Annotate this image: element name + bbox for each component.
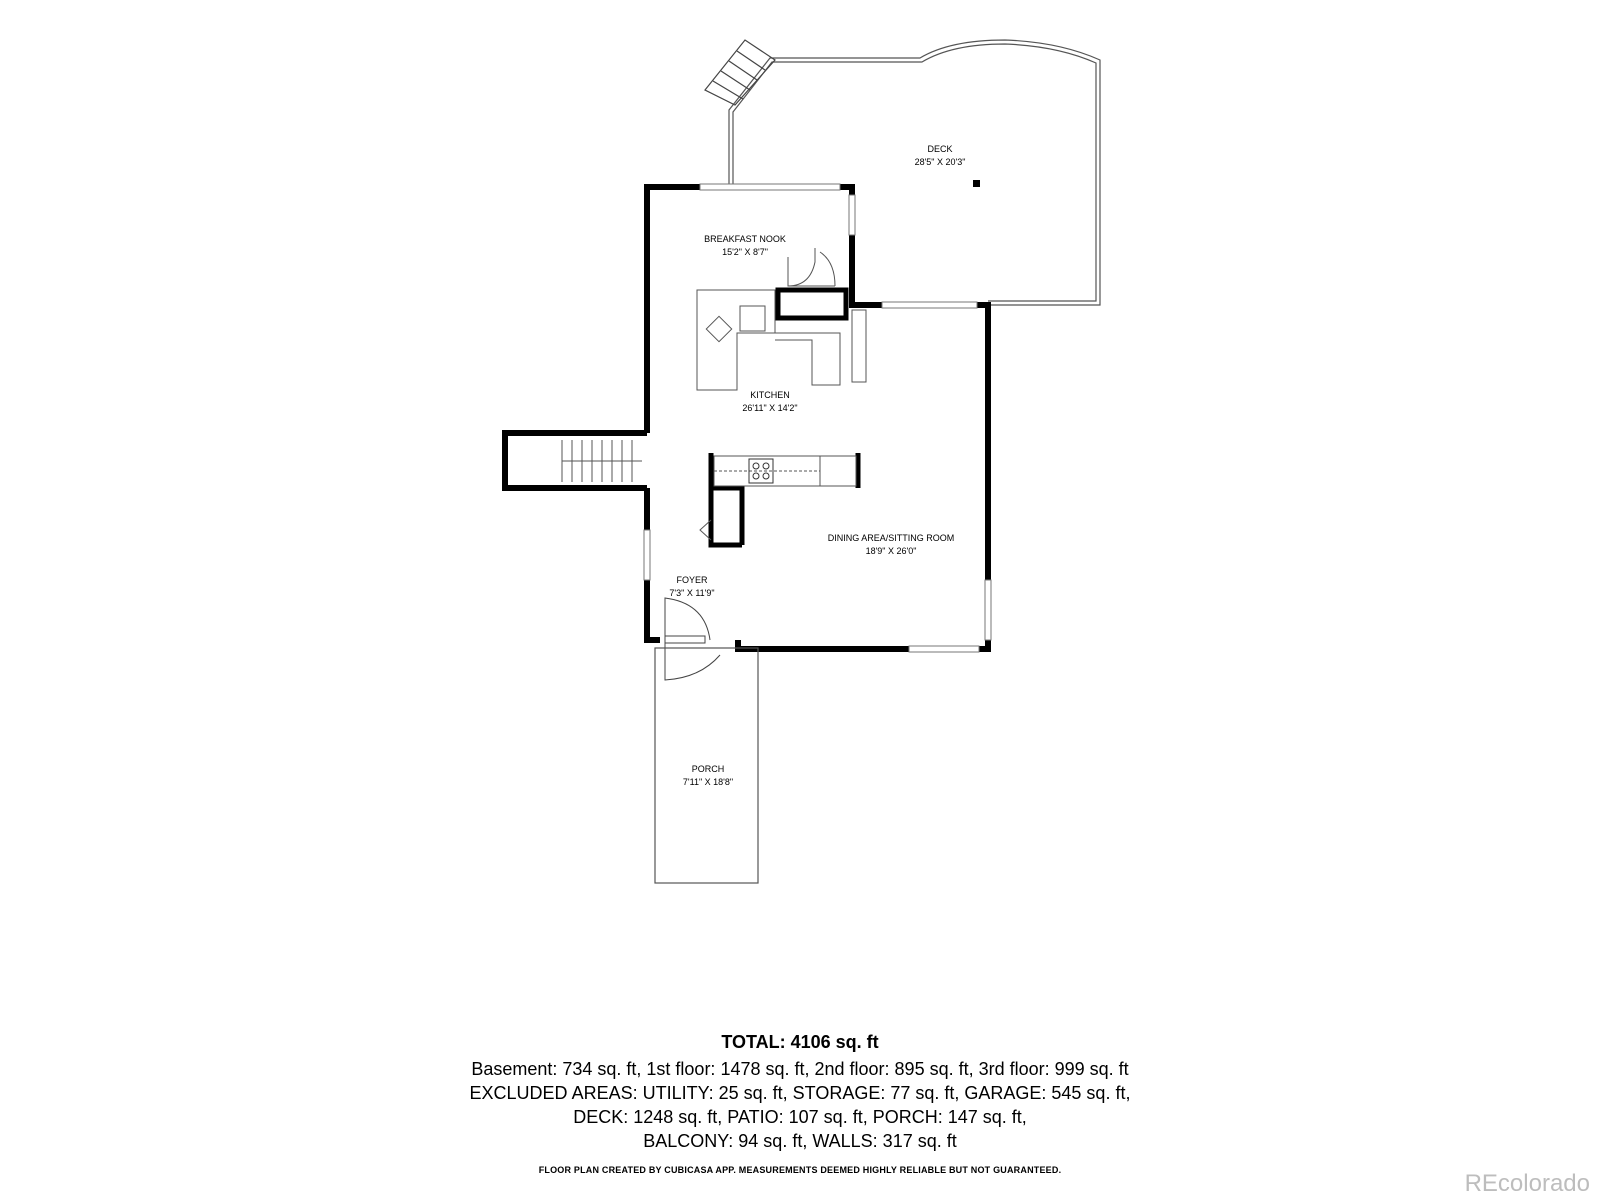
interior-stairs <box>561 440 642 482</box>
brand-watermark: REcolorado <box>1464 1170 1590 1197</box>
pantry-doors <box>787 248 836 287</box>
svg-text:KITCHEN: KITCHEN <box>750 390 790 400</box>
svg-text:15'2" X 8'7": 15'2" X 8'7" <box>722 247 768 257</box>
svg-text:26'11" X 14'2": 26'11" X 14'2" <box>742 403 797 413</box>
front-door <box>664 597 721 681</box>
svg-text:PORCH: PORCH <box>692 764 725 774</box>
deck-area <box>728 39 1101 306</box>
svg-text:18'9" X 26'0": 18'9" X 26'0" <box>866 546 917 556</box>
excluded-areas-line-3: BALCONY: 94 sq. ft, WALLS: 317 sq. ft <box>643 1131 957 1151</box>
closet-door <box>699 519 712 541</box>
pantry-closet <box>775 287 849 321</box>
room-label-foyer: FOYER 7'3" X 11'9" <box>669 575 714 598</box>
svg-text:DINING AREA/SITTING ROOM: DINING AREA/SITTING ROOM <box>828 533 955 543</box>
porch-area <box>654 647 759 884</box>
deck-post <box>973 180 980 187</box>
svg-text:7'3" X 11'9": 7'3" X 11'9" <box>669 588 714 598</box>
range-counter <box>713 455 857 487</box>
room-label-porch: PORCH 7'11" X 18'8" <box>683 764 733 787</box>
excluded-areas-line-1: EXCLUDED AREAS: UTILITY: 25 sq. ft, STOR… <box>469 1083 1131 1103</box>
floor-areas: Basement: 734 sq. ft, 1st floor: 1478 sq… <box>471 1059 1129 1079</box>
total-area: TOTAL: 4106 sq. ft <box>721 1032 879 1052</box>
deck-stairs <box>704 39 776 106</box>
windows <box>643 183 992 653</box>
svg-text:FOYER: FOYER <box>676 575 708 585</box>
kitchen-cabinets-right <box>851 309 867 383</box>
room-label-dining: DINING AREA/SITTING ROOM 18'9" X 26'0" <box>828 533 955 556</box>
svg-text:DECK: DECK <box>927 144 952 154</box>
kitchen-island <box>696 289 841 391</box>
cooktop <box>748 458 774 484</box>
svg-text:BREAKFAST NOOK: BREAKFAST NOOK <box>704 234 786 244</box>
excluded-areas-line-2: DECK: 1248 sq. ft, PATIO: 107 sq. ft, PO… <box>573 1107 1027 1127</box>
room-label-kitchen: KITCHEN 26'11" X 14'2" <box>742 390 797 413</box>
svg-text:28'5" X 20'3": 28'5" X 20'3" <box>915 157 966 167</box>
room-label-deck: DECK 28'5" X 20'3" <box>915 144 966 167</box>
svg-text:7'11" X 18'8": 7'11" X 18'8" <box>683 777 733 787</box>
room-label-breakfast-nook: BREAKFAST NOOK 15'2" X 8'7" <box>704 234 786 257</box>
range-counter-wall <box>708 453 861 548</box>
disclaimer: FLOOR PLAN CREATED BY CUBICASA APP. MEAS… <box>538 1165 1062 1175</box>
